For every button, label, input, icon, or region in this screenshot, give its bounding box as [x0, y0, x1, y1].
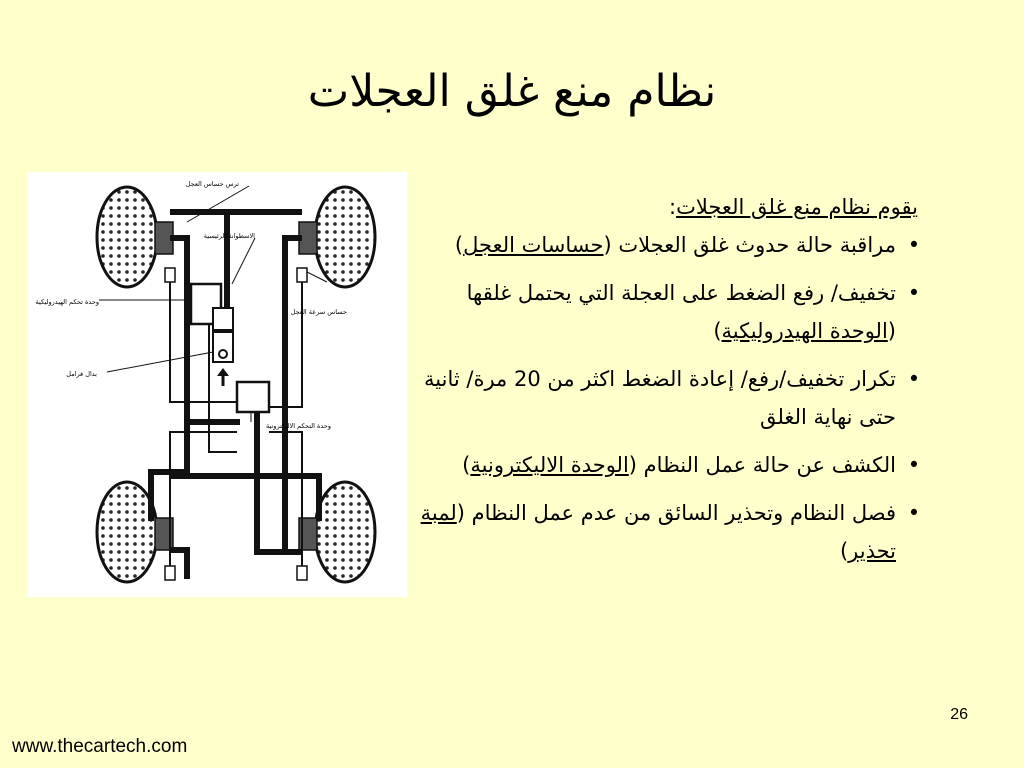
slide-content: يقوم نظام منع غلق العجلات: • مراقبة حالة … — [408, 188, 930, 580]
label-master-cylinder: الاسطوانة الرئيسية — [204, 232, 255, 240]
bullet-dot: • — [907, 367, 921, 391]
wheel-front-right — [313, 185, 377, 289]
bullet-text: فصل النظام وتحذير السائق من عدم عمل النظ… — [456, 501, 896, 525]
bullet-link: لمبة تحذير — [420, 501, 896, 563]
bullet-text: تكرار تخفيف/رفع/ إعادة الضغط اكثر من 20 … — [424, 367, 896, 429]
list-item: • مراقبة حالة حدوث غلق العجلات (حساسات ال… — [408, 226, 920, 264]
bullet-link: حساسات العجل — [463, 233, 604, 257]
bullet-text: مراقبة حالة حدوث غلق العجلات ( — [603, 233, 897, 257]
bullet-end: ) — [839, 539, 849, 563]
bullet-end: ) — [454, 233, 464, 257]
label-electronic-unit: وحدة التحكم الاليكترونية — [266, 422, 331, 430]
list-item: • تخفيف/ رفع الضغط على العجلة التي يحتمل … — [408, 274, 921, 350]
bullet-link: الوحدة الاليكترونية — [470, 453, 629, 477]
brake-lines — [148, 209, 322, 579]
wheel-rear-right — [313, 480, 377, 584]
list-item: • فصل النظام وتحذير السائق من عدم عمل الن… — [408, 494, 921, 570]
bullet-text: تخفيف/ رفع الضغط على العجلة التي يحتمل غ… — [466, 281, 896, 343]
bullet-dot: • — [907, 281, 921, 305]
slide-title: نظام منع غلق العجلات — [307, 66, 717, 117]
bullet-dot: • — [907, 233, 921, 257]
intro-suffix: : — [669, 195, 677, 219]
hydraulic-unit — [189, 282, 234, 331]
wheel-front-left — [95, 185, 159, 289]
label-brake-pedal: بدال فرامل — [66, 370, 97, 378]
intro-line: يقوم نظام منع غلق العجلات: — [408, 188, 918, 226]
bullet-end: ) — [713, 319, 722, 343]
bullet-dot: • — [907, 501, 921, 525]
bullet-text: الكشف عن حالة عمل النظام ( — [628, 453, 896, 477]
master-cylinder — [212, 331, 234, 386]
abs-diagram-svg: ترس حساس العجل الاسطوانة الرئيسية وحدة ت… — [36, 180, 377, 584]
label-wheel-speed-sensor: حساس سرعة العجل — [291, 308, 347, 316]
bullet-list: • مراقبة حالة حدوث غلق العجلات (حساسات ال… — [408, 226, 930, 570]
intro-text: يقوم نظام منع غلق العجلات — [676, 195, 918, 219]
page-number: 26 — [950, 706, 968, 723]
callout-lines — [99, 185, 328, 422]
signal-lines — [169, 282, 303, 566]
footer-url: www.thecartech.com — [12, 736, 188, 757]
label-hydraulic-unit: وحدة تحكم الهيدروليكية — [36, 298, 99, 306]
electronic-control-unit — [235, 380, 271, 414]
list-item: • الكشف عن حالة عمل النظام (الوحدة الاليك… — [408, 446, 920, 484]
bullet-end: ) — [462, 453, 471, 477]
list-item: • تكرار تخفيف/رفع/ إعادة الضغط اكثر من 20… — [408, 360, 920, 436]
bullet-dot: • — [907, 453, 921, 477]
abs-diagram: ترس حساس العجل الاسطوانة الرئيسية وحدة ت… — [27, 172, 407, 597]
label-sensor-ring: ترس حساس العجل — [186, 180, 239, 188]
bullet-link: الوحدة الهيدروليكية — [721, 319, 888, 343]
